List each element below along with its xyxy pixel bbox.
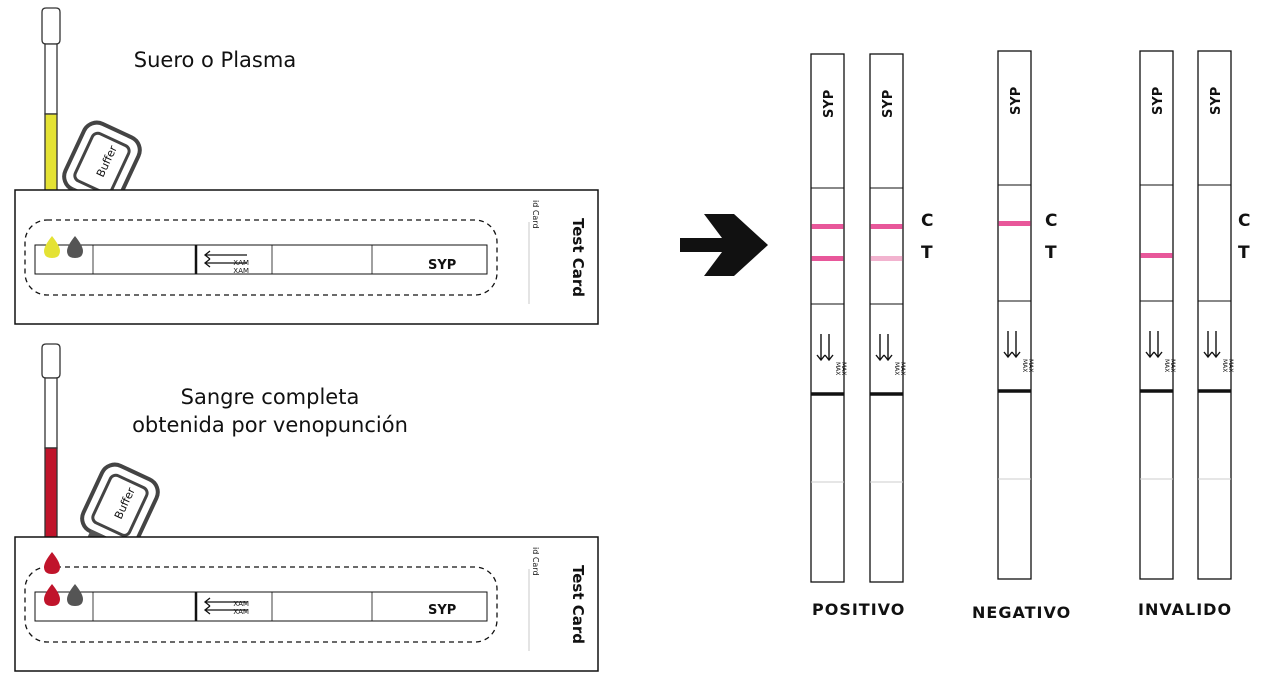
card-max-label-top-2: MAX (233, 267, 249, 275)
whole-blood-label-line1: Sangre completa (180, 385, 360, 409)
right-arrow-icon (680, 214, 768, 276)
strip-positive-2-max-label-1: MAX (893, 362, 900, 375)
result-label-positive: POSITIVO (812, 600, 906, 619)
strip-invalid-1-max-label-1: MAX (1163, 359, 1170, 372)
result-label-negative: NEGATIVO (972, 603, 1072, 622)
card-max-label-top-1: MAX (233, 259, 249, 267)
strip-positive-1-body (810, 53, 845, 583)
control-label-invalid: C (1238, 211, 1251, 231)
strip-negative-max-label-2: MAX (1027, 359, 1034, 372)
control-label-positive: C (921, 211, 934, 231)
serum-plasma-label: Suero o Plasma (133, 48, 297, 72)
whole-blood-label-line2: obtenida por venopunción (132, 413, 408, 437)
card-max-label-bottom-1: MAX (233, 600, 249, 608)
strip-positive-2-body (869, 53, 904, 583)
pipette-serum (41, 7, 61, 215)
strip-negative-max-label-1: MAX (1021, 359, 1028, 372)
strip-invalid-2-max-label-1: MAX (1221, 359, 1228, 372)
strip-invalid-2-syp-label: SYP (1209, 87, 1224, 115)
result-label-invalid: INVALIDO (1138, 600, 1233, 619)
card-title-top: Test Card (569, 218, 587, 297)
strip-invalid-2-max-label-2: MAX (1227, 359, 1234, 372)
strip-positive-2-syp-label: SYP (881, 90, 896, 118)
card-id-label-top: id Card (531, 200, 540, 229)
card-strip-label-bottom: SYP (428, 603, 456, 618)
test-label-negative: T (1045, 243, 1057, 263)
strip-positive-1-syp-label: SYP (822, 90, 837, 118)
card-max-label-bottom-2: MAX (233, 608, 249, 616)
strip-positive-1-max-label-2: MAX (840, 362, 847, 375)
buffer-drop-bottom (67, 584, 83, 606)
test-card-top (13, 188, 600, 326)
test-label-invalid: T (1238, 243, 1250, 263)
blood-drop (44, 584, 60, 606)
pipette-blood (41, 343, 61, 547)
strip-positive-2-test-line (870, 256, 903, 261)
test-label-positive: T (921, 243, 933, 263)
test-card-bottom (13, 535, 600, 673)
control-label-negative: C (1045, 211, 1058, 231)
card-title-bottom: Test Card (569, 565, 587, 644)
strip-invalid-1-syp-label: SYP (1151, 87, 1166, 115)
strip-invalid-1-body (1139, 50, 1174, 580)
strip-positive-1-max-label-1: MAX (834, 362, 841, 375)
strip-negative-control-line (998, 221, 1031, 226)
strip-negative-syp-label: SYP (1009, 87, 1024, 115)
strip-invalid-1-max-label-2: MAX (1169, 359, 1176, 372)
card-id-label-bottom: id Card (531, 547, 540, 576)
blood-drop-falling (44, 552, 60, 574)
strip-invalid-1-test-line (1140, 253, 1173, 258)
strip-invalid-2-body (1197, 50, 1232, 580)
buffer-drop-top (67, 236, 83, 258)
strip-negative-body (997, 50, 1032, 580)
strip-positive-2-control-line (870, 224, 903, 229)
strip-positive-1-control-line (811, 224, 844, 229)
card-strip-label-top: SYP (428, 258, 456, 273)
strip-positive-1-test-line (811, 256, 844, 261)
strip-positive-2-max-label-2: MAX (899, 362, 906, 375)
serum-drop (44, 236, 60, 258)
